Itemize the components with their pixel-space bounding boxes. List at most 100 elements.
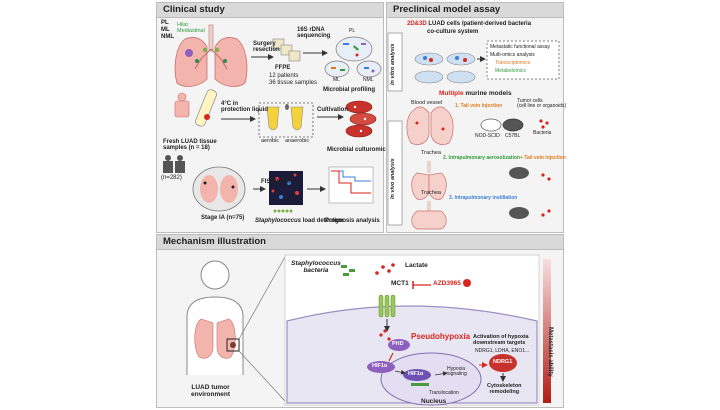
preclinical-illustrations xyxy=(387,32,560,230)
hif1a-nuclear-label: HIF1α xyxy=(408,371,424,377)
bacteria-label: Bacteria xyxy=(533,130,552,136)
legend-ml: ML xyxy=(161,27,170,33)
hypoxia-signaling-label: Hypoxia signaling xyxy=(447,366,467,378)
legend-mediastinal: Mediastinal xyxy=(177,28,205,34)
azd3965-label: AZD3965 xyxy=(433,280,461,287)
nucleus-shape xyxy=(380,352,482,406)
invitro-label: In vitro analysis xyxy=(390,43,396,85)
bacteria-icon xyxy=(539,119,549,129)
c57bl-label: C57BL xyxy=(505,133,521,139)
profiling-label: Microbial profiling xyxy=(323,87,375,93)
tumor-cells-label: Tumor cells (cell line or organoids) xyxy=(517,98,567,110)
mechanism-panel: Mechanism illustration xyxy=(156,234,564,408)
lactate-icon xyxy=(375,263,395,275)
murine-title: Multiple murine models xyxy=(439,90,512,97)
profiling-ml: ML xyxy=(333,77,340,83)
box-item-2: Multi-omics analysis xyxy=(490,52,535,58)
inhibitor-icon xyxy=(463,279,471,287)
metastasis-label: Metastasis ability xyxy=(547,327,553,377)
ndrg1-ellipse xyxy=(489,354,517,372)
profiling-nml: NML xyxy=(363,77,374,83)
lungs-icon xyxy=(174,24,248,87)
legend-nml: NML xyxy=(161,34,174,40)
hif-nuclear-ellipse xyxy=(403,369,431,381)
ndrg1-label: NDRG1 xyxy=(493,359,513,365)
cytoskeleton-label: Cytoskeleton remodeling xyxy=(487,383,522,395)
survival-curve-icon xyxy=(328,166,374,204)
culturomics-plates-icon xyxy=(345,100,377,138)
panel-title: Mechanism illustration xyxy=(163,236,266,247)
nucleus-label: Nucleus xyxy=(421,398,447,405)
cultivation-label: Cultivation xyxy=(317,107,348,113)
mouse-icon xyxy=(509,207,529,219)
dna-icon xyxy=(411,383,429,386)
prognosis-label: Prognosis analysis xyxy=(325,218,380,224)
box-item-1: Metastatic functional assay xyxy=(490,44,551,50)
patient-tissue-icon xyxy=(174,92,190,118)
trachea-label-1: Trachea xyxy=(421,150,441,156)
clinical-illustrations xyxy=(163,24,382,213)
profiling-pl: PL xyxy=(349,28,356,34)
invivo-label: In vivo analysis xyxy=(390,158,396,199)
ffpe-blocks-icon xyxy=(272,38,301,62)
protection-label: 4°C in protection liquid xyxy=(221,101,268,114)
coculture-plate-icon xyxy=(414,52,476,84)
lactate-inside-icon xyxy=(379,329,391,341)
model-1-label: 1. Tail vein injection xyxy=(455,103,503,109)
lactate-label: Lactate xyxy=(405,262,428,269)
trachea-lung-icon xyxy=(411,161,447,230)
panel-header: Preclinical model assay xyxy=(387,3,563,18)
phd-ellipse xyxy=(388,339,410,351)
staph-dots-icon xyxy=(273,209,293,213)
hif1a-label: HIF1α xyxy=(372,363,388,369)
surgery-label: Surgery resection xyxy=(253,41,280,54)
staph-label: Staphylococcus bacteria xyxy=(291,260,341,274)
anaerobic-label: anaerobic xyxy=(285,138,310,144)
ffpe-label: FFPE xyxy=(275,65,291,71)
genes-label: NDRG1, LDHA, ENO1... xyxy=(475,348,530,354)
legend-hilar: Hilar xyxy=(177,22,189,28)
translocation-label: Translocation xyxy=(429,390,459,396)
clinical-study-panel: Clinical study xyxy=(156,2,389,233)
patient-cohort-icon xyxy=(163,155,185,173)
microbial-profiling-icon xyxy=(324,36,382,78)
panel-header: Mechanism illustration xyxy=(157,235,563,250)
pseudohypoxia-label: Pseudohypoxia xyxy=(411,332,471,341)
legend-pl: PL xyxy=(161,20,169,26)
blood-vessel-label: Blood vessel xyxy=(411,100,443,106)
phd-label: PHD xyxy=(392,341,404,347)
mct1-transporter-icon xyxy=(378,294,396,318)
staph-bacteria-icon xyxy=(341,265,355,276)
trachea-label-2: Trachea xyxy=(421,190,441,196)
mouse-icon xyxy=(480,118,524,132)
invivo-tag xyxy=(387,120,403,226)
staph-load-label: Staphylococcus load detection xyxy=(255,218,344,224)
model-2-label: 2. Intrapulmonary aerosolization+ Tail v… xyxy=(443,155,566,161)
samples-label: 36 tissue samples xyxy=(269,80,318,86)
patients-label: 12 patients xyxy=(269,73,299,79)
metastasis-bar xyxy=(543,259,551,403)
fresh-samples-label: Fresh LUAD tissue samples (n = 18) xyxy=(163,139,217,152)
coculture-title: 2D&3D LUAD cells /patient-derived bacter… xyxy=(407,21,532,27)
panel-header: Clinical study xyxy=(157,3,383,18)
cohort-label: (n=282) xyxy=(161,175,182,181)
human-figure-icon xyxy=(186,260,244,375)
analysis-box xyxy=(486,40,560,80)
fish-label: FISH/qPCR xyxy=(261,179,293,185)
box-item-3: Transcriptomics xyxy=(495,60,531,66)
stage-label: Stage IA (n=75) xyxy=(201,215,245,221)
mouse-icon xyxy=(509,167,529,179)
sequencing-label: 16S rDNA sequencing xyxy=(297,27,331,40)
fish-image-icon xyxy=(269,171,303,205)
sample-tube-icon xyxy=(195,89,217,127)
luad-label: LUAD tumor environment xyxy=(191,384,231,398)
mechanism-illustrations xyxy=(186,254,551,406)
coculture-subtitle: co-culture system xyxy=(427,29,479,35)
panel-title: Clinical study xyxy=(163,4,225,15)
panel-title: Preclinical model assay xyxy=(393,4,501,15)
invitro-tag xyxy=(387,32,403,92)
box-item-4: Metabolomics xyxy=(495,68,526,74)
culture-tubes-icon xyxy=(266,104,304,131)
culturomics-label: Microbial culturomics xyxy=(327,147,390,153)
aerobic-label: aerobic xyxy=(261,138,280,144)
